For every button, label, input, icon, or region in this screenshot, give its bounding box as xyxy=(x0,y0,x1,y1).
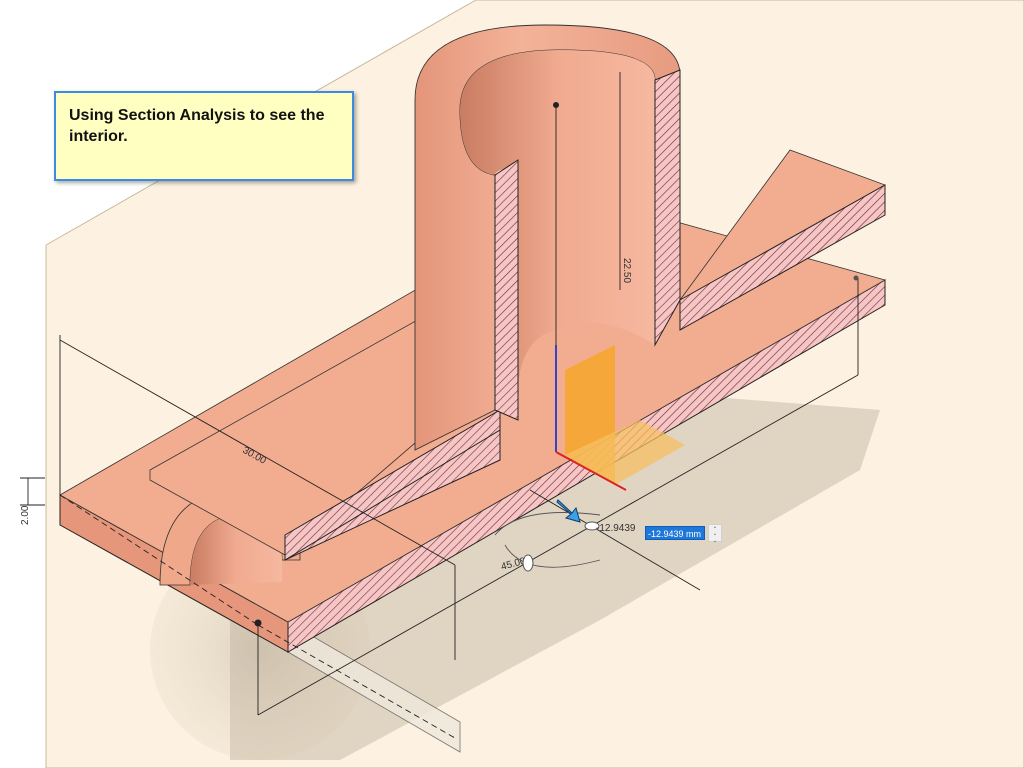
pipe-right-cut xyxy=(654,69,681,347)
dimension-height-label: 22.50 xyxy=(621,258,632,283)
rotate-handle[interactable] xyxy=(522,554,534,572)
pipe-left-cut xyxy=(494,159,519,421)
more-vertical-icon[interactable]: ··· xyxy=(708,524,722,548)
offset-input[interactable]: -12.9439 mm xyxy=(645,526,705,540)
rotation-arc[interactable] xyxy=(504,544,601,568)
offset-readout: -12.9439 xyxy=(596,523,636,534)
arrow-icon[interactable] xyxy=(556,499,581,523)
vertical-pipe-bore xyxy=(460,50,655,390)
right-arm-cut-face xyxy=(679,184,886,331)
upper-flange-cut-face xyxy=(284,409,501,561)
dimension-lines xyxy=(20,72,859,739)
dimension-point xyxy=(553,102,559,108)
callout-text: Using Section Analysis to see the interi… xyxy=(69,107,325,145)
drag-handle[interactable] xyxy=(584,521,600,531)
section-manipulator-floor[interactable] xyxy=(565,420,685,485)
dimension-point xyxy=(254,619,262,627)
dimension-thickness-label: 2.00 xyxy=(20,505,31,525)
manipulator-axis-x[interactable] xyxy=(555,451,627,491)
rotation-arc[interactable] xyxy=(494,512,601,536)
dimension-point xyxy=(853,275,859,281)
tooltip-callout: Using Section Analysis to see the interi… xyxy=(54,91,354,181)
